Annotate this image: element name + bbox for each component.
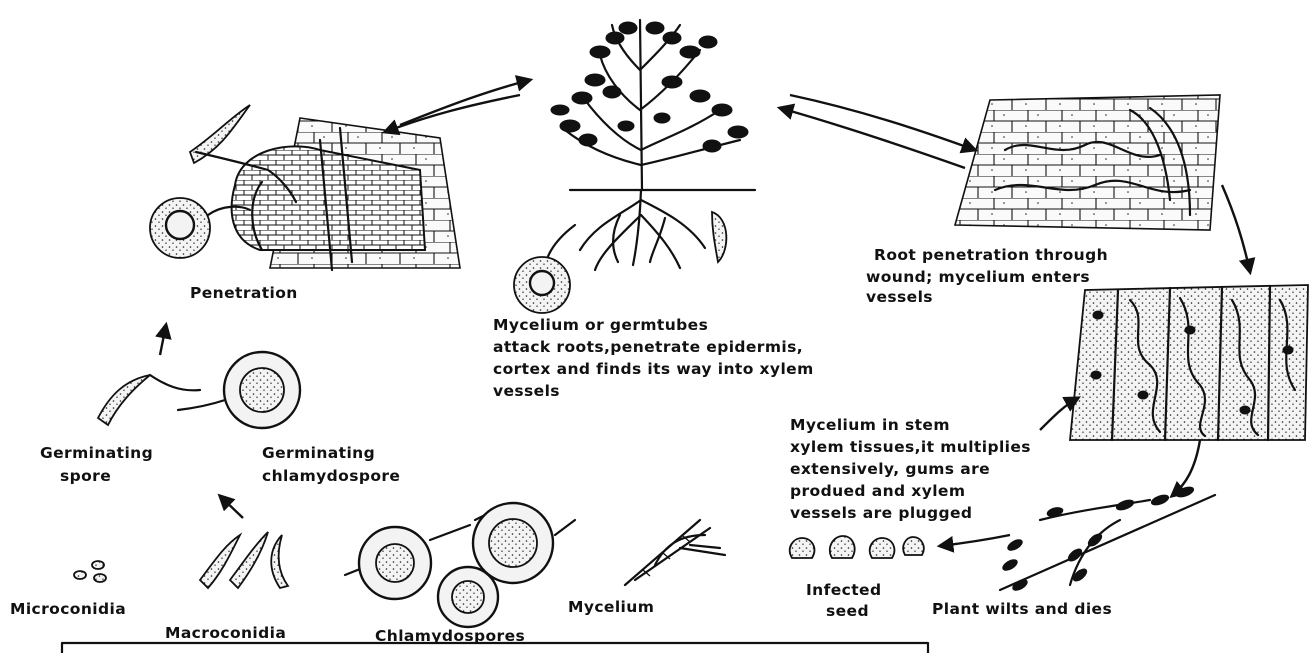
stem-mycelium-line-5: vessels are plugged	[790, 504, 972, 522]
germtube-attack-label: Mycelium or germtubes attack roots,penet…	[493, 316, 819, 400]
germinating-spores-illustration: Germinating spore Germinating chlamydosp…	[40, 352, 400, 485]
arrow-to-penetration	[385, 95, 520, 132]
germtube-line-4: vessels	[493, 382, 560, 400]
stem-mycelium-line-2: xylem tissues,it multiplies	[790, 438, 1031, 456]
root-penetration-label: Root penetration through wound; mycelium…	[866, 246, 1114, 306]
germinating-spore-line-2: spore	[60, 467, 111, 485]
stem-mycelium-line-1: Mycelium in stem	[790, 416, 950, 434]
arrow-to-germination	[220, 496, 243, 518]
arrow-to-stem-xylem	[1222, 185, 1250, 272]
root-wound-illustration: Root penetration through wound; mycelium…	[866, 95, 1220, 306]
germtube-line-3: cortex and finds its way into xylem	[493, 360, 814, 378]
infected-seed-line-2: seed	[826, 602, 869, 620]
mycelium-illustration: Mycelium	[568, 520, 725, 616]
penetration-label: Penetration	[190, 284, 298, 302]
arrow-to-seed	[940, 535, 1010, 546]
infected-seed-illustration: Infected seed	[790, 536, 924, 620]
healthy-plant-illustration	[514, 20, 755, 313]
chlamydospores-illustration: Chlamydospores	[345, 503, 575, 645]
germtube-line-1: Mycelium or germtubes	[493, 316, 708, 334]
penetration-illustration: Penetration	[150, 105, 460, 302]
plant-wilts-label: Plant wilts and dies	[932, 600, 1112, 618]
arrow-to-root-wound	[790, 95, 975, 150]
stem-mycelium-line-3: extensively, gums are	[790, 460, 990, 478]
stem-xylem-illustration	[1070, 285, 1308, 440]
germinating-chlamydospore-line-1: Germinating	[262, 444, 375, 462]
germinating-spore-line-1: Germinating	[40, 444, 153, 462]
macroconidia-label: Macroconidia	[165, 624, 286, 642]
infected-seed-line-1: Infected	[806, 581, 881, 599]
microconidia-label: Microconidia	[10, 600, 126, 618]
stem-mycelium-label: Mycelium in stem xylem tissues,it multip…	[790, 416, 1037, 522]
arrow-to-penetration-up	[160, 325, 166, 355]
macroconidia-illustration: Macroconidia	[165, 532, 288, 642]
arrow-to-plant	[400, 80, 530, 125]
root-penetration-line-2: wound; mycelium enters	[866, 268, 1090, 286]
germinating-spore-label: Germinating spore	[40, 444, 159, 485]
root-penetration-line-1: Root penetration through	[874, 246, 1108, 264]
mycelium-label: Mycelium	[568, 598, 654, 616]
germtube-line-2: attack roots,penetrate epidermis,	[493, 338, 803, 356]
root-penetration-line-3: vessels	[866, 288, 933, 306]
stem-mycelium-line-4: produed and xylem	[790, 482, 965, 500]
wilted-plant-illustration: Plant wilts and dies	[932, 485, 1215, 618]
plant-leaves	[551, 22, 748, 152]
infected-seed-label: Infected seed	[806, 581, 887, 620]
germinating-chlamydospore-line-2: chlamydospore	[262, 467, 400, 485]
germinating-chlamydospore-label: Germinating chlamydospore	[262, 444, 400, 485]
microconidia-illustration: Microconidia	[10, 561, 126, 618]
